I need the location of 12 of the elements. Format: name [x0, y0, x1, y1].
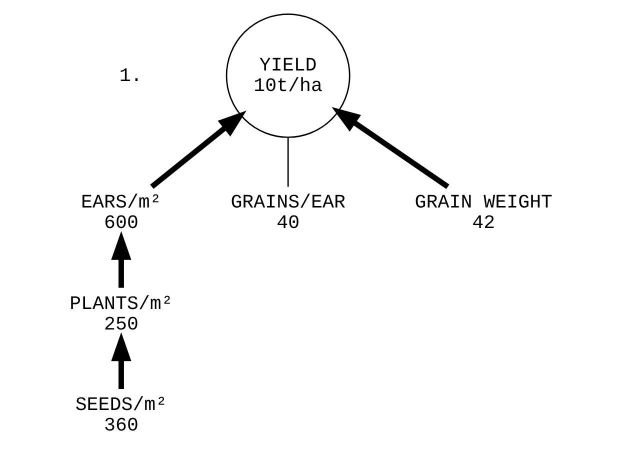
arrow	[110, 231, 131, 288]
node-text: GRAIN WEIGHT 42	[414, 192, 552, 234]
connector	[286, 138, 288, 187]
node-text: SEEDS/m² 360	[74, 394, 167, 437]
arrow	[331, 106, 449, 190]
node-text: EARS/m² 600	[80, 192, 161, 234]
node-circle: YIELD 10t/ha	[225, 13, 350, 138]
arrow	[110, 332, 131, 389]
label: 1.	[118, 64, 142, 87]
arrow	[150, 110, 246, 189]
node-text: GRAINS/EAR 40	[230, 192, 345, 234]
node-text: PLANTS/m² 250	[69, 292, 172, 336]
